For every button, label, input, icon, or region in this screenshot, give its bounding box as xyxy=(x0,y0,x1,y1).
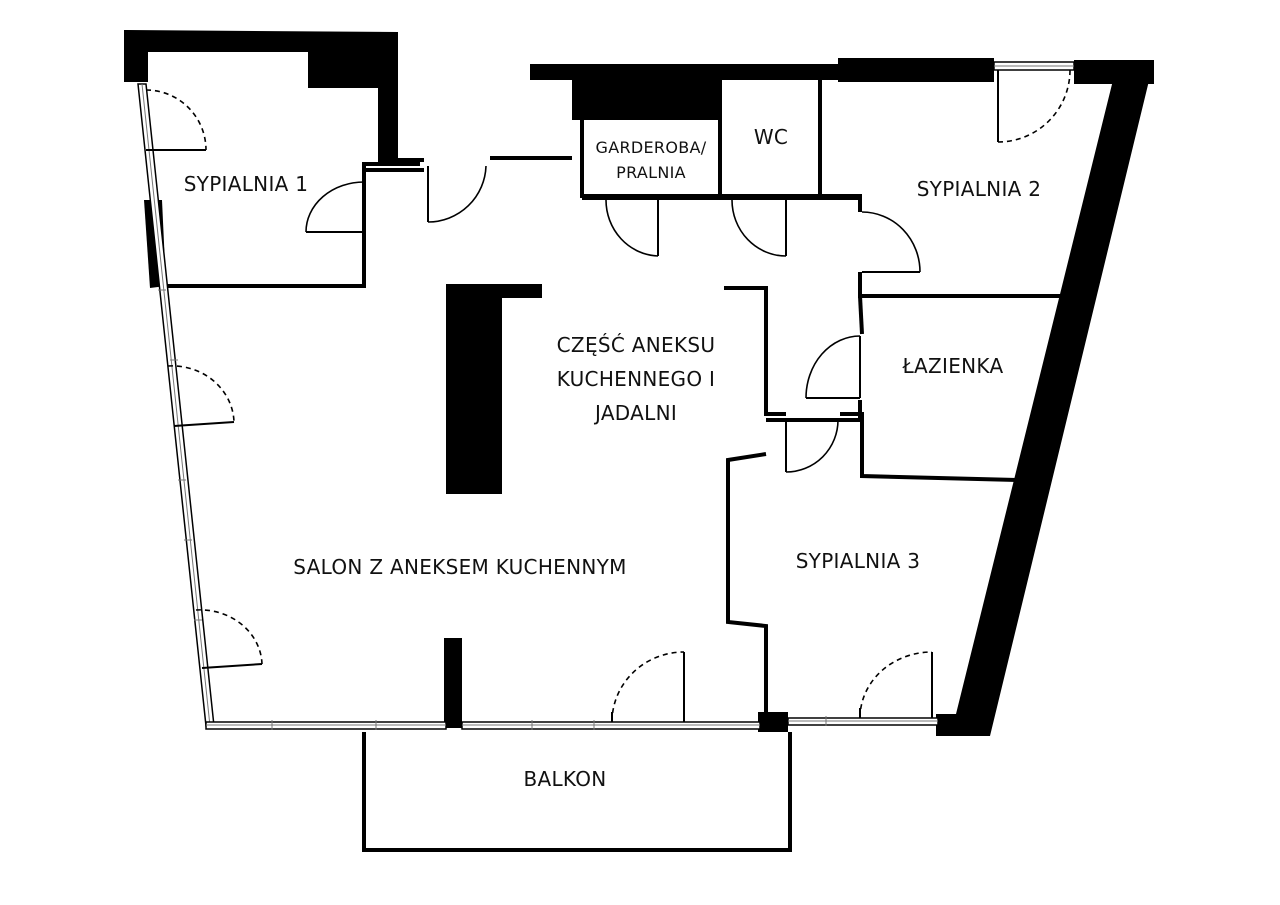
door-swing-arc xyxy=(145,89,207,151)
label-garderoba-line2: PRALNIA xyxy=(616,163,686,182)
label-aneks-line1: CZĘŚĆ ANEKSU xyxy=(557,333,716,357)
wall-bottom-corner xyxy=(758,712,788,732)
label-salon: SALON Z ANEKSEM KUCHENNYM xyxy=(293,555,626,579)
wall-bedroom2 xyxy=(820,194,862,212)
balcony-outline xyxy=(362,732,792,852)
door-swing-arc xyxy=(731,199,787,257)
door-swing-arc xyxy=(427,165,487,223)
door-swing-arc xyxy=(997,69,1071,143)
door-swing-arc xyxy=(785,419,839,473)
wall-bedroom2-bottom xyxy=(858,272,1062,298)
door-leaf xyxy=(173,421,235,427)
room-labels: SYPIALNIA 1 GARDEROBA/ PRALNIA WC SYPIAL… xyxy=(184,125,1042,791)
label-sypialnia-3: SYPIALNIA 3 xyxy=(796,549,921,573)
door-swing-arc xyxy=(305,181,365,233)
label-wc: WC xyxy=(754,125,788,149)
door-swing-arc xyxy=(195,609,263,665)
windows xyxy=(137,61,1075,730)
wall-bathroom-left xyxy=(858,295,864,335)
wall-kitchen-right xyxy=(724,286,786,416)
label-garderoba-line1: GARDEROBA/ xyxy=(596,138,707,157)
door-swing-arc xyxy=(859,651,933,719)
kitchen-island xyxy=(446,284,542,494)
wall-right-slanted xyxy=(936,60,1154,736)
label-balkon: BALKON xyxy=(523,767,606,791)
wall-top-middle xyxy=(530,64,842,120)
door-swing-arc xyxy=(611,651,685,723)
exterior-walls xyxy=(124,30,1154,736)
wall-bathroom-top xyxy=(840,412,1019,482)
label-aneks-line3: JADALNI xyxy=(593,401,677,425)
wall-bedroom1-right xyxy=(378,32,398,164)
interior-walls xyxy=(164,80,1062,852)
label-lazienka: ŁAZIENKA xyxy=(902,354,1004,378)
door-swing-arc xyxy=(861,211,921,273)
label-sypialnia-2: SYPIALNIA 2 xyxy=(917,177,1042,201)
door-leaf xyxy=(201,663,263,669)
label-aneks-line2: KUCHENNEGO I xyxy=(557,367,716,391)
wall-top-right-segment xyxy=(838,58,994,82)
doors xyxy=(145,69,1071,723)
wall-kitchen-right-lower xyxy=(726,452,768,716)
door-swing-arc xyxy=(605,199,659,257)
door-swing-arc xyxy=(805,335,861,399)
wall-salon-pillar xyxy=(444,638,462,728)
wall-top-left xyxy=(124,30,398,90)
door-swing-arc xyxy=(167,365,235,423)
label-sypialnia-1: SYPIALNIA 1 xyxy=(184,172,309,196)
